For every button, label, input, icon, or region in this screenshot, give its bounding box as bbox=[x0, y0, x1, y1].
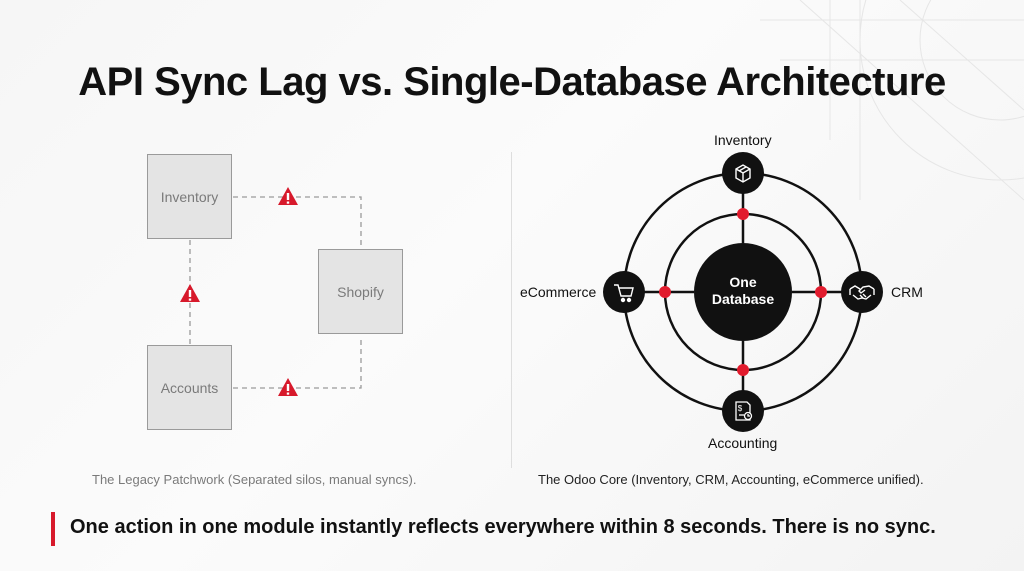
sync-dot-top bbox=[737, 208, 749, 220]
handshake-icon bbox=[849, 285, 875, 300]
cart-icon bbox=[614, 284, 634, 303]
sync-dot-left bbox=[659, 286, 671, 298]
page-title: API Sync Lag vs. Single-Database Archite… bbox=[78, 60, 946, 104]
node-ecommerce bbox=[603, 271, 645, 313]
silo-inventory: Inventory bbox=[147, 154, 232, 239]
sync-dot-right bbox=[815, 286, 827, 298]
core-label-line2: Database bbox=[712, 291, 774, 307]
connector-inventory-shopify bbox=[233, 196, 362, 249]
silo-shopify: Shopify bbox=[318, 249, 403, 334]
core-label-line1: One bbox=[729, 274, 756, 290]
section-divider bbox=[511, 152, 512, 468]
invoice-icon: $ bbox=[735, 401, 753, 421]
tagline: One action in one module instantly refle… bbox=[70, 516, 936, 538]
connector-accounts-shopify bbox=[233, 336, 362, 389]
node-label-right: CRM bbox=[891, 284, 923, 300]
node-label-left: eCommerce bbox=[520, 284, 597, 300]
warning-icon bbox=[180, 284, 200, 302]
warning-icon bbox=[278, 187, 298, 205]
accent-bar bbox=[51, 512, 55, 546]
sync-dot-bottom bbox=[737, 364, 749, 376]
node-label-top: Inventory bbox=[714, 132, 772, 148]
legacy-caption: The Legacy Patchwork (Separated silos, m… bbox=[92, 472, 417, 487]
core-database bbox=[694, 243, 792, 341]
silo-accounts: Accounts bbox=[147, 345, 232, 430]
box-icon bbox=[735, 164, 751, 183]
node-crm bbox=[841, 271, 883, 313]
svg-text:$: $ bbox=[738, 404, 743, 413]
node-inventory bbox=[722, 152, 764, 194]
node-accounting: $ bbox=[722, 390, 764, 432]
warning-icon bbox=[278, 378, 298, 396]
odoo-caption: The Odoo Core (Inventory, CRM, Accountin… bbox=[538, 472, 924, 487]
node-label-bottom: Accounting bbox=[708, 435, 778, 451]
